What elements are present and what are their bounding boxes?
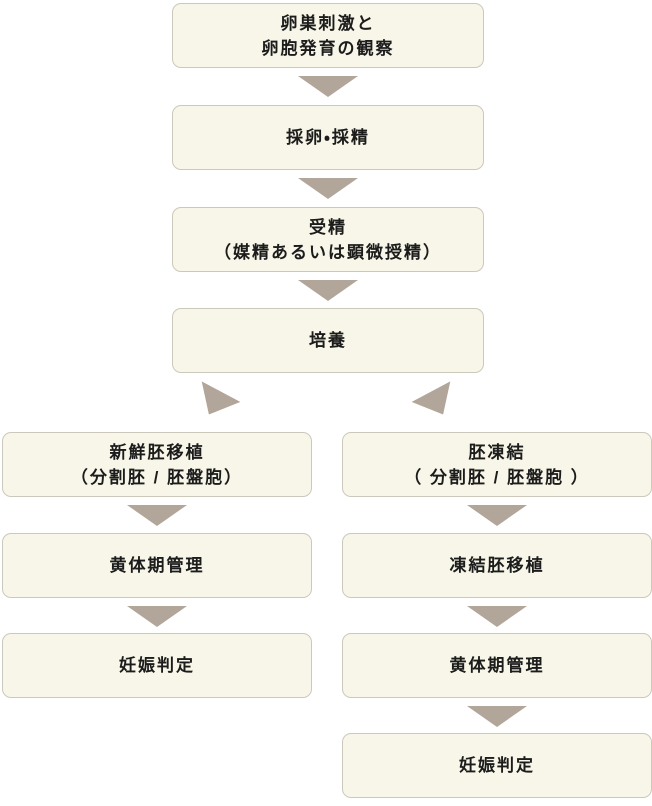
flow-step-fresh-embryo-transfer: 新鮮胚移植 （分割胚 / 胚盤胞）: [2, 432, 312, 497]
flow-step-label: 採卵・採精: [286, 128, 370, 147]
flow-step-luteal-phase-management-fresh: 黄体期管理: [2, 533, 312, 598]
flow-step-label: 卵胞発育の観察: [261, 38, 395, 58]
flow-step-pregnancy-test-fresh: 妊娠判定: [2, 633, 312, 698]
arrow-down-icon: [298, 178, 358, 199]
arrow-down-icon: [467, 606, 527, 627]
flow-step-label: 受精: [309, 217, 347, 237]
flow-step-label: 黄体期管理: [109, 556, 205, 575]
flow-step-label: 胚凍結: [468, 442, 526, 462]
arrow-down-right-icon: [411, 381, 462, 425]
flow-step-luteal-phase-management-frozen: 黄体期管理: [342, 633, 652, 698]
flow-step-embryo-freezing: 胚凍結 （ 分割胚 / 胚盤胞 ）: [342, 432, 652, 497]
flow-step-label: 妊娠判定: [119, 656, 195, 675]
arrow-down-icon: [467, 706, 527, 727]
flow-step-culture: 培養: [172, 308, 484, 373]
arrow-down-left-icon: [189, 381, 240, 425]
flow-step-label: 黄体期管理: [449, 656, 545, 675]
arrow-down-icon: [127, 606, 187, 627]
arrow-down-icon: [298, 76, 358, 97]
flow-step-pregnancy-test-frozen: 妊娠判定: [342, 733, 652, 798]
flow-step-label: 凍結胚移植: [449, 556, 545, 575]
flow-step-label: 培養: [309, 331, 347, 350]
flow-step-label: 妊娠判定: [459, 756, 535, 775]
flow-step-label: （ 分割胚 / 胚盤胞 ）: [404, 467, 590, 487]
arrow-down-icon: [298, 280, 358, 301]
flow-step-label: 新鮮胚移植: [109, 442, 205, 462]
flow-step-ovarian-stimulation: 卵巣刺激と 卵胞発育の観察: [172, 3, 484, 68]
flow-step-fertilization: 受精 （媒精あるいは顕微授精）: [172, 207, 484, 272]
flow-step-egg-sperm-collection: 採卵・採精: [172, 105, 484, 170]
arrow-down-icon: [467, 505, 527, 526]
arrow-down-icon: [127, 505, 187, 526]
flow-step-label: 卵巣刺激と: [280, 13, 376, 33]
flow-step-label: （媒精あるいは顕微授精）: [214, 242, 442, 262]
flow-step-label: （分割胚 / 胚盤胞）: [70, 467, 244, 487]
flow-step-frozen-embryo-transfer: 凍結胚移植: [342, 533, 652, 598]
